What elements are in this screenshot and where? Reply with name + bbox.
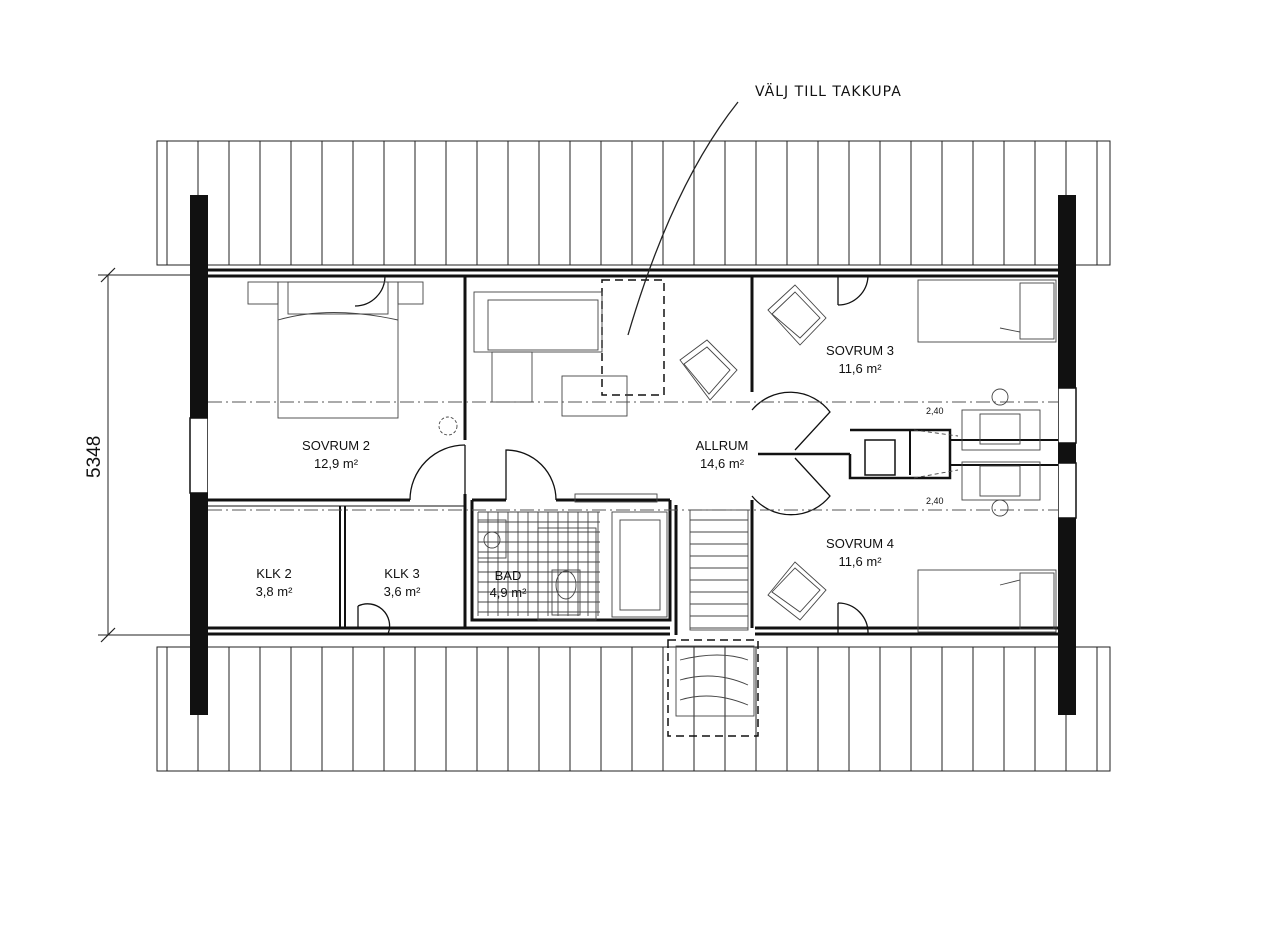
dimension-height: 5348	[84, 267, 190, 643]
room-area-bad: 4,9 m²	[490, 585, 528, 600]
room-name-sovrum-3: SOVRUM 3	[826, 343, 894, 358]
roof-top	[156, 140, 1111, 266]
window-label-2: 2,40	[926, 496, 944, 506]
gable-wall-right	[1058, 195, 1076, 715]
annotation-leader	[627, 101, 739, 336]
roof-bottom	[156, 646, 1111, 772]
room-area-klk-3: 3,6 m²	[384, 584, 422, 599]
stair-dormer-outline	[667, 639, 759, 737]
stairs	[675, 509, 755, 717]
room-name-sovrum-2: SOVRUM 2	[302, 438, 370, 453]
room-area-sovrum-2: 12,9 m²	[314, 456, 359, 471]
room-name-klk-2: KLK 2	[256, 566, 291, 581]
room-area-sovrum-3: 11,6 m²	[838, 361, 882, 376]
room-area-klk-2: 3,8 m²	[256, 584, 294, 599]
room-area-sovrum-4: 11,6 m²	[838, 554, 882, 569]
window-label-1: 2,40	[926, 406, 944, 416]
room-area-allrum: 14,6 m²	[700, 456, 745, 471]
dimension-label: 5348	[84, 436, 105, 478]
room-name-klk-3: KLK 3	[384, 566, 419, 581]
gable-window-left	[189, 417, 209, 494]
gable-window-right-1	[1057, 387, 1077, 444]
furniture	[247, 279, 1057, 633]
room-name-sovrum-4: SOVRUM 4	[826, 536, 894, 551]
room-name-allrum: ALLRUM	[696, 438, 749, 453]
doors	[354, 275, 869, 635]
room-name-bad: BAD	[495, 568, 522, 583]
room-labels: SOVRUM 2 12,9 m² ALLRUM 14,6 m² SOVRUM 3…	[256, 343, 894, 600]
outer-walls	[208, 268, 1058, 636]
gable-window-right-2	[1057, 462, 1077, 519]
annotation-text: VÄLJ TILL TAKKUPA	[755, 82, 902, 100]
dormer-outline	[601, 279, 665, 396]
